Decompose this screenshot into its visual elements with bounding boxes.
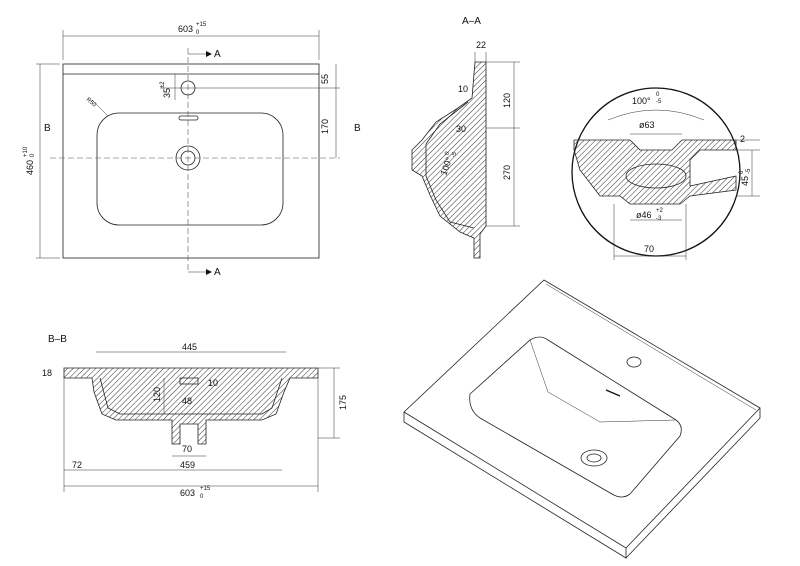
svg-text:120: 120 xyxy=(152,387,162,402)
bb-width-label: 603 xyxy=(180,488,195,498)
bowl-outline xyxy=(96,112,284,226)
isometric-view xyxy=(403,279,761,559)
svg-text:55: 55 xyxy=(320,74,330,84)
svg-text:R50: R50 xyxy=(85,97,98,109)
section-bb-title: B–B xyxy=(48,334,67,345)
svg-text:100°: 100° xyxy=(632,96,651,106)
svg-text:+10: +10 xyxy=(23,146,29,157)
section-aa-title: A–A xyxy=(462,16,481,27)
svg-text:170: 170 xyxy=(320,119,330,134)
svg-text:70: 70 xyxy=(644,244,654,254)
svg-text:30: 30 xyxy=(456,124,466,134)
svg-text:0: 0 xyxy=(739,170,745,174)
svg-text:45: 45 xyxy=(740,176,750,186)
svg-text:-5: -5 xyxy=(656,99,662,105)
svg-text:35: 35 xyxy=(162,88,172,98)
top-width-label: 603 xyxy=(178,24,193,34)
iso-tap-hole xyxy=(626,356,642,368)
top-view: 603 +15 0 460 +10 0 35 ±2 55 170 R50 A A… xyxy=(23,22,361,278)
svg-text:0: 0 xyxy=(444,150,451,156)
iso-drain xyxy=(580,449,608,467)
svg-text:48: 48 xyxy=(182,396,192,406)
svg-text:10: 10 xyxy=(458,84,468,94)
iso-top xyxy=(403,279,761,549)
section-b-right: B xyxy=(354,123,361,134)
svg-text:0: 0 xyxy=(656,92,660,98)
svg-text:445: 445 xyxy=(182,342,197,352)
section-b-left: B xyxy=(44,123,51,134)
svg-text:22: 22 xyxy=(476,40,486,50)
svg-text:-3: -3 xyxy=(656,216,662,222)
svg-text:-5: -5 xyxy=(746,168,752,174)
svg-text:175: 175 xyxy=(338,395,348,410)
top-depth-label: 460 xyxy=(25,160,35,175)
svg-text:0: 0 xyxy=(30,153,36,157)
svg-text:+15: +15 xyxy=(200,486,211,492)
svg-text:459: 459 xyxy=(180,460,195,470)
svg-text:±2: ±2 xyxy=(160,81,166,88)
svg-text:2: 2 xyxy=(740,134,745,144)
svg-text:+2: +2 xyxy=(656,208,664,214)
section-aa-view: A–A 22 120 270 10 30 100° 0 -5 xyxy=(411,16,520,259)
svg-text:120: 120 xyxy=(502,93,512,108)
svg-text:270: 270 xyxy=(502,165,512,180)
svg-text:18: 18 xyxy=(42,368,52,378)
svg-text:72: 72 xyxy=(72,460,82,470)
section-a-top: A xyxy=(214,49,221,60)
svg-text:ø46: ø46 xyxy=(636,210,652,220)
detail-section xyxy=(573,139,737,205)
iso-bowl xyxy=(469,336,682,498)
section-a-bottom: A xyxy=(214,267,221,278)
section-aa-profile xyxy=(411,61,487,259)
overflow xyxy=(178,115,199,121)
section-bb-view: B–B 445 18 120 10 48 175 70 72 459 603 +… xyxy=(42,334,348,500)
svg-text:10: 10 xyxy=(208,378,218,388)
svg-text:0: 0 xyxy=(200,494,204,500)
svg-text:-5: -5 xyxy=(451,151,459,159)
top-outline xyxy=(62,63,320,259)
detail-view: ø63 ø46 +2 -3 100° 0 -5 2 45 0 -5 70 xyxy=(571,87,760,260)
svg-text:ø63: ø63 xyxy=(639,120,655,130)
svg-text:0: 0 xyxy=(196,30,200,36)
svg-text:+15: +15 xyxy=(196,22,207,28)
svg-text:70: 70 xyxy=(182,444,192,454)
section-bb-profile xyxy=(63,367,319,445)
